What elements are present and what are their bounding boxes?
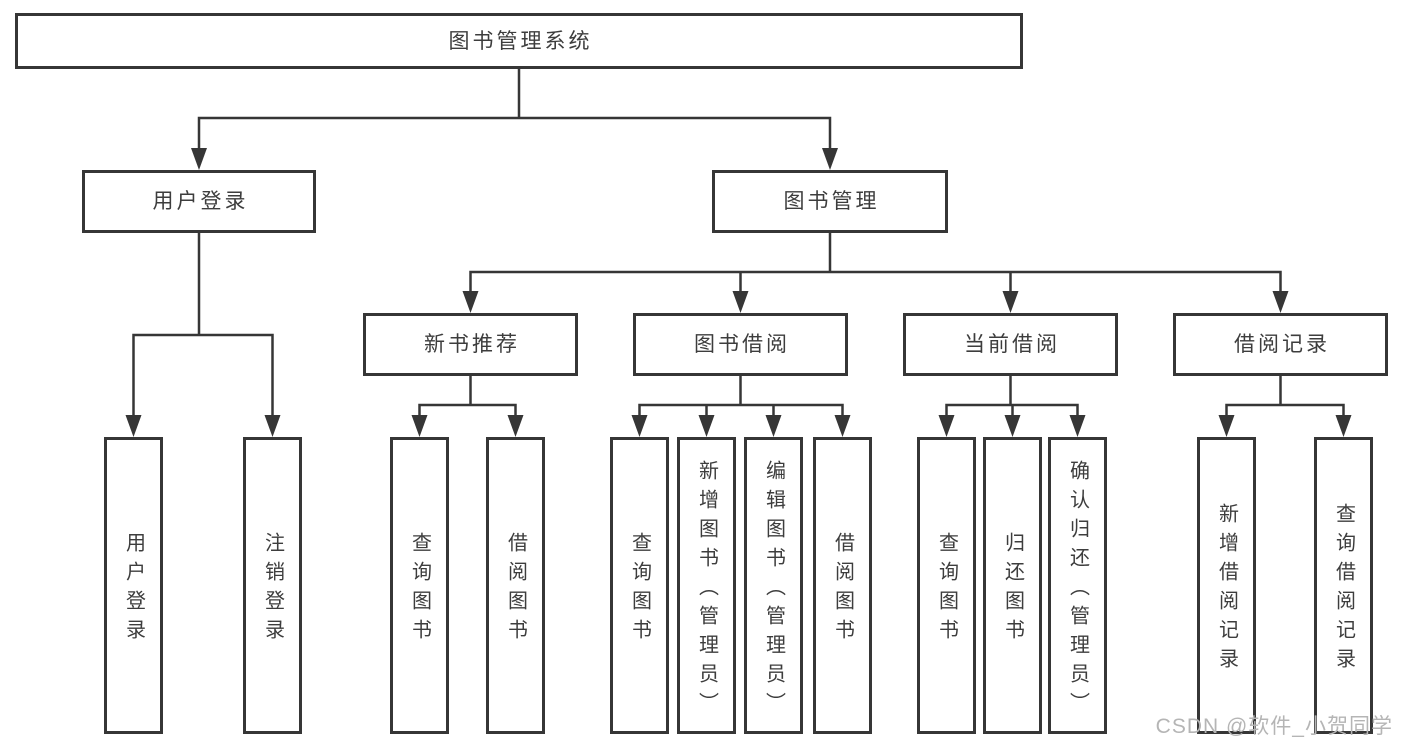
leaf-borrow-books-recommend: 借阅图书 <box>486 437 545 734</box>
node-book-borrow-label: 图书借阅 <box>694 333 790 356</box>
leaf-query-books-borrow-label: 查询图书 <box>628 532 651 648</box>
leaf-confirm-return-admin: 确认归还（管理员） <box>1048 437 1107 734</box>
leaf-query-books-borrow: 查询图书 <box>610 437 669 734</box>
leaf-add-book-admin-label: 新增图书（管理员） <box>695 459 718 721</box>
node-current-borrow-label: 当前借阅 <box>964 333 1060 356</box>
leaf-add-borrow-record: 新增借阅记录 <box>1197 437 1256 734</box>
leaf-confirm-return-admin-label: 确认归还（管理员） <box>1066 459 1089 721</box>
leaf-borrow-books-recommend-label: 借阅图书 <box>504 532 527 648</box>
leaf-user-login-label: 用户登录 <box>122 532 145 648</box>
leaf-query-books-recommend-label: 查询图书 <box>408 532 431 648</box>
leaf-borrow-books: 借阅图书 <box>813 437 872 734</box>
leaf-add-borrow-record-label: 新增借阅记录 <box>1215 503 1238 677</box>
leaf-query-books-recommend: 查询图书 <box>390 437 449 734</box>
leaf-add-book-admin: 新增图书（管理员） <box>677 437 736 734</box>
leaf-user-login: 用户登录 <box>104 437 163 734</box>
node-borrow-records-label: 借阅记录 <box>1234 333 1330 356</box>
leaf-return-book: 归还图书 <box>983 437 1042 734</box>
leaf-borrow-books-label: 借阅图书 <box>831 532 854 648</box>
node-current-borrow: 当前借阅 <box>903 313 1118 376</box>
leaf-return-book-label: 归还图书 <box>1001 532 1024 648</box>
csdn-watermark: CSDN @软件_小贺同学 <box>1155 715 1393 738</box>
leaf-query-borrow-record: 查询借阅记录 <box>1314 437 1373 734</box>
leaf-query-borrow-record-label: 查询借阅记录 <box>1332 503 1355 677</box>
node-user-login-label: 用户登录 <box>152 190 249 213</box>
node-book-borrow: 图书借阅 <box>633 313 848 376</box>
leaf-query-books-current-label: 查询图书 <box>935 532 958 648</box>
leaf-edit-book-admin-label: 编辑图书（管理员） <box>762 459 785 721</box>
node-new-book-recommend-label: 新书推荐 <box>424 333 520 356</box>
node-root: 图书管理系统 <box>15 13 1023 69</box>
node-root-label: 图书管理系统 <box>448 29 593 53</box>
node-book-management: 图书管理 <box>712 170 948 233</box>
leaf-edit-book-admin: 编辑图书（管理员） <box>744 437 803 734</box>
leaf-logout-label: 注销登录 <box>261 532 284 648</box>
node-new-book-recommend: 新书推荐 <box>363 313 578 376</box>
node-user-login: 用户登录 <box>82 170 316 233</box>
node-borrow-records: 借阅记录 <box>1173 313 1388 376</box>
leaf-logout: 注销登录 <box>243 437 302 734</box>
leaf-query-books-current: 查询图书 <box>917 437 976 734</box>
node-book-management-label: 图书管理 <box>783 190 880 213</box>
